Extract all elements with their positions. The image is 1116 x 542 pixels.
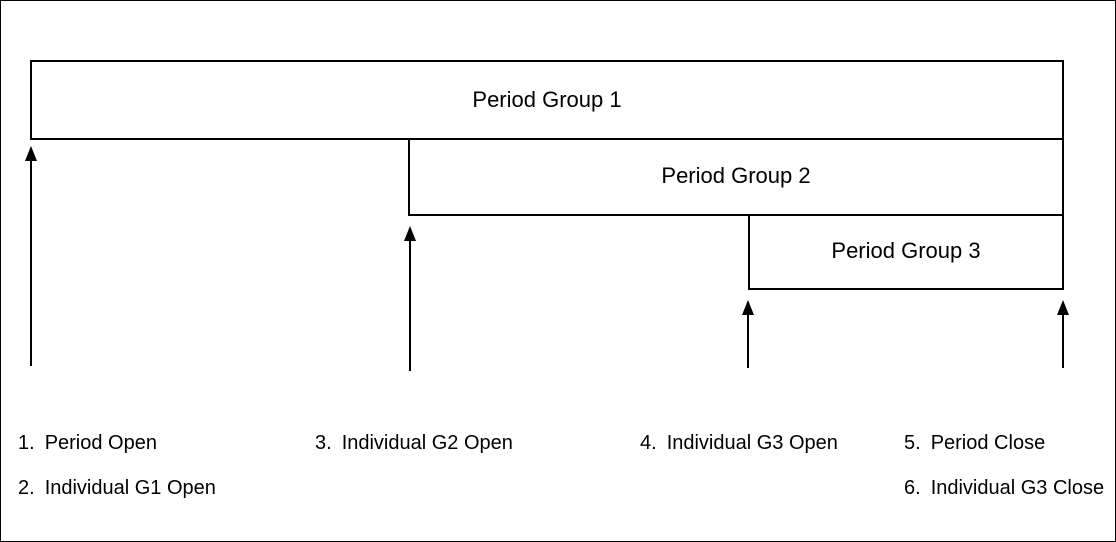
arrow-individual-g2-open [404, 226, 416, 371]
legend-item-5: 5.Period Close [904, 432, 1046, 454]
arrow-individual-g3-open [742, 300, 754, 368]
arrow-period-open [25, 146, 37, 366]
arrow-period-close [1057, 300, 1069, 368]
period-group-1-label: Period Group 1 [472, 87, 622, 112]
period-group-2-label: Period Group 2 [661, 163, 811, 188]
period-group-2-box: Period Group 2 [408, 138, 1064, 216]
period-group-1-box: Period Group 1 [30, 60, 1064, 140]
legend-item-3: 3.Individual G2 Open [315, 432, 513, 454]
legend-item-2: 2.Individual G1 Open [18, 477, 216, 499]
period-group-3-label: Period Group 3 [831, 238, 981, 263]
period-group-3-box: Period Group 3 [748, 214, 1064, 290]
legend-item-4: 4.Individual G3 Open [640, 432, 838, 454]
legend-item-6: 6.Individual G3 Close [904, 477, 1105, 499]
legend-item-1: 1.Period Open [18, 432, 157, 454]
